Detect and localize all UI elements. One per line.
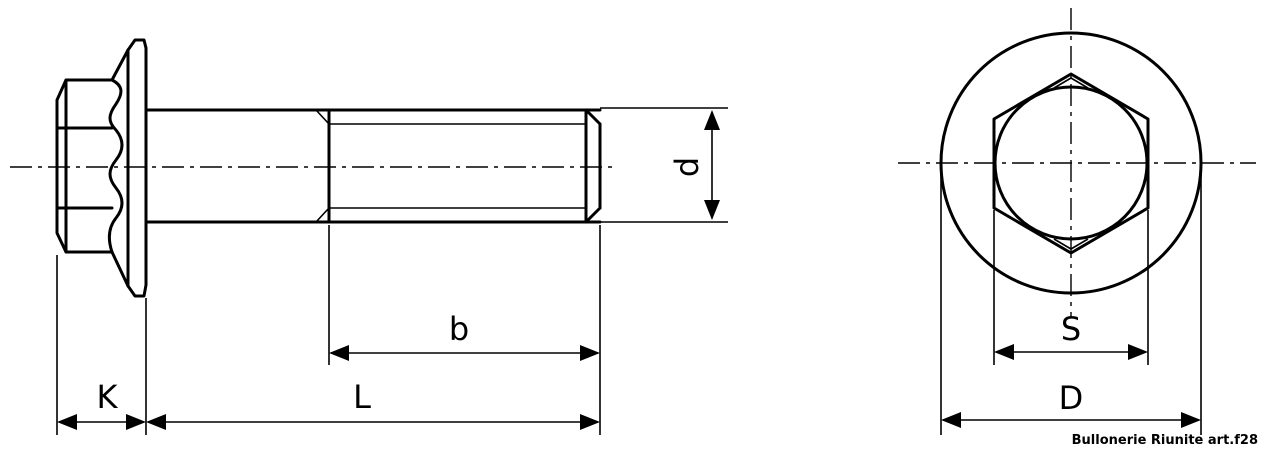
flange xyxy=(107,38,148,298)
hex-corner-detail xyxy=(1053,77,1072,89)
extension-lines xyxy=(56,107,728,435)
label-b: b xyxy=(449,310,469,348)
dimension-b: b xyxy=(329,310,600,361)
hex-outline xyxy=(992,72,1150,255)
label-d: d xyxy=(668,157,706,177)
hex-head xyxy=(55,78,114,254)
dimension-k: K xyxy=(57,378,146,430)
dimension-s: S xyxy=(994,310,1148,360)
credit-caption: Bullonerie Riunite art.f28 xyxy=(1071,433,1258,448)
dimension-d: d xyxy=(668,110,720,220)
dimension-d-outer: D xyxy=(941,379,1201,428)
label-D: D xyxy=(1059,379,1084,417)
label-k: K xyxy=(97,378,119,416)
bolt-end-view: S D xyxy=(898,8,1256,435)
label-s: S xyxy=(1061,310,1081,348)
label-l: L xyxy=(353,378,371,416)
inner-circle xyxy=(993,85,1149,241)
shank xyxy=(144,108,602,224)
bolt-side-view: d b K L xyxy=(10,38,728,435)
dimension-l: L xyxy=(146,378,600,430)
